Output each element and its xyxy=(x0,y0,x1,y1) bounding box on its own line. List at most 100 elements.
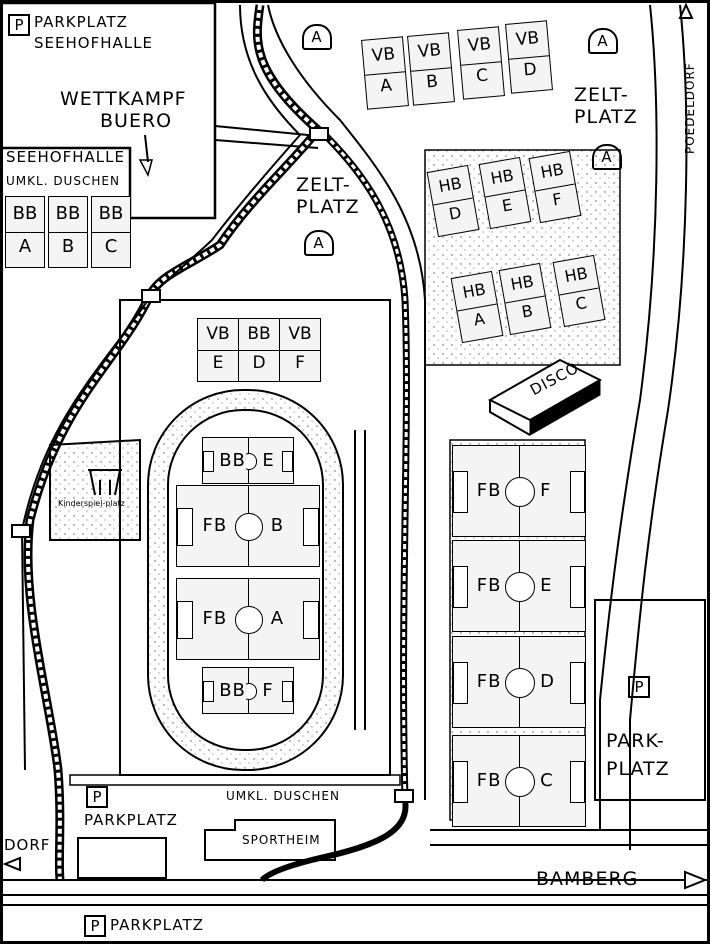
center-circle xyxy=(504,766,536,798)
label-poedeldorf: POEDELDORF xyxy=(683,62,697,154)
goal-area-right xyxy=(282,680,293,703)
label-wettkampf: WETTKAMPF xyxy=(60,88,187,110)
parking-sign-right-icon: P xyxy=(628,676,650,698)
tent-icon: A xyxy=(302,24,332,50)
building-bottom-left xyxy=(77,837,167,879)
center-circle xyxy=(504,571,536,603)
court-midline xyxy=(509,55,550,60)
court-letter: D xyxy=(447,202,463,224)
field-letter: E xyxy=(262,449,275,471)
center-circle xyxy=(504,476,536,508)
field-letter: B xyxy=(270,515,285,536)
court-code: VB xyxy=(514,28,540,51)
field-letter: A xyxy=(270,608,285,629)
field-letter: F xyxy=(262,679,274,701)
court-letter: A xyxy=(379,75,393,97)
label-bamberg: BAMBERG xyxy=(536,868,639,890)
court-code: VB xyxy=(206,324,230,345)
goal-area-left xyxy=(177,601,194,639)
label-zeltplatz-right-1: ZELT- xyxy=(574,84,629,106)
label-buero: BUERO xyxy=(100,110,173,132)
field-bb-e: BB E xyxy=(202,437,294,484)
bridge-path xyxy=(214,125,319,137)
tent-icon: A xyxy=(304,230,334,256)
court-letter: B xyxy=(425,71,439,93)
path-right-of-stream xyxy=(267,4,426,800)
court-code: HB xyxy=(563,263,590,286)
field-code: FB xyxy=(476,480,502,501)
label-park-right-2: PLATZ xyxy=(606,758,670,780)
label-parkplatz-bottom: PARKPLATZ xyxy=(84,811,178,829)
label-seehofhalle: SEEHOFHALLE xyxy=(6,148,125,166)
goal-area-right xyxy=(569,662,585,704)
seehofhalle-building xyxy=(3,1,217,220)
road-poedeldorf-1 xyxy=(599,4,658,830)
court-letter: C xyxy=(104,235,118,257)
parking-sign-icon: P xyxy=(8,14,30,36)
bridge-bottom xyxy=(394,789,414,803)
court-code: HB xyxy=(539,159,566,182)
arrow-poedeldorf-icon xyxy=(678,2,694,19)
arrow-wettkampf-line xyxy=(144,134,149,163)
court-code: VB xyxy=(288,324,312,345)
court-code: HB xyxy=(509,271,536,294)
disco-wall xyxy=(529,380,601,436)
field-code: BB xyxy=(219,449,246,471)
court-midline xyxy=(6,232,44,233)
bridge-mid xyxy=(141,289,161,303)
center-circle xyxy=(504,667,536,699)
tent-icon: A xyxy=(592,144,622,170)
field-fb-a: FB A xyxy=(176,578,320,660)
court-code: VB xyxy=(416,40,442,63)
field-code: FB xyxy=(476,671,502,692)
stream-right-inner xyxy=(323,133,408,801)
goal-area-left xyxy=(453,471,469,513)
goal-area-right xyxy=(569,471,585,513)
label-parkplatz-seehofhalle-2: SEEHOFHALLE xyxy=(34,34,153,52)
court-midline xyxy=(49,232,87,233)
field-bb-f: BB F xyxy=(202,667,294,714)
bridge-left xyxy=(11,524,31,538)
label-umkl-duschen-top: UMKL. DUSCHEN xyxy=(6,174,120,188)
court-code: HB xyxy=(461,279,488,302)
field-letter: F xyxy=(540,480,552,501)
court-vb-e: VB E xyxy=(197,318,239,382)
court-letter: A xyxy=(18,235,32,257)
field-code: FB xyxy=(476,770,502,791)
goal-area-right xyxy=(569,566,585,608)
label-parkplatz-seehofhalle-1: PARKPLATZ xyxy=(34,13,128,31)
court-bb-c: BB C xyxy=(91,196,131,268)
field-code: FB xyxy=(476,575,502,596)
court-letter: B xyxy=(520,301,535,322)
court-letter: E xyxy=(212,352,224,373)
swing-icon xyxy=(88,469,122,496)
court-letter: A xyxy=(472,309,487,330)
court-midline xyxy=(461,61,502,66)
arrow-wettkampf-icon xyxy=(138,159,153,178)
bridge-top xyxy=(309,127,329,141)
label-dorf: DORF xyxy=(4,836,51,854)
field-code: FB xyxy=(202,608,228,629)
court-letter: B xyxy=(61,235,75,257)
court-midline xyxy=(411,67,452,72)
court-code: BB xyxy=(98,203,124,225)
court-midline xyxy=(365,71,406,76)
court-midline xyxy=(239,350,279,351)
label-zeltplatz-center-1: ZELT- xyxy=(296,174,351,196)
arrow-bamberg-icon xyxy=(684,870,708,890)
court-letter: D xyxy=(522,59,538,81)
goal-area-right xyxy=(302,508,319,546)
court-midline xyxy=(92,232,130,233)
goal-area-right xyxy=(282,450,293,473)
field-code: BB xyxy=(219,679,246,701)
label-kinderspielplatz: Kinderspiel-platz xyxy=(58,499,125,508)
goal-area-left xyxy=(203,450,214,473)
road-poedeldorf-2 xyxy=(629,4,688,850)
